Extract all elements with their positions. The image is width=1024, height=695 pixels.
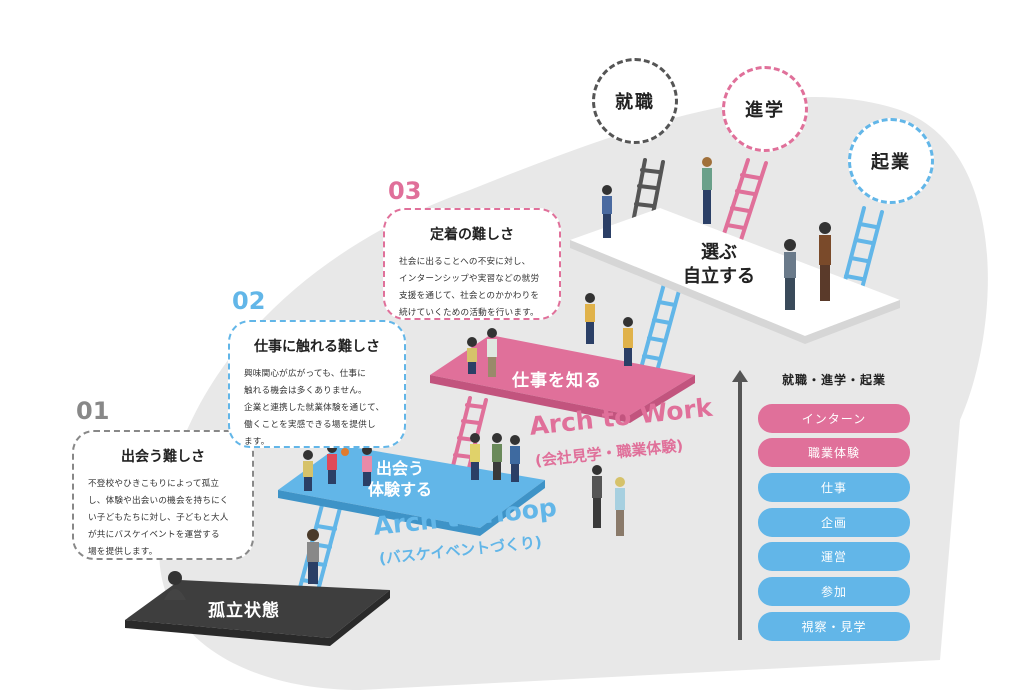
ladder-blue-2 [638,282,682,377]
goal-circle-education: 進学 [722,66,808,152]
step-number-01: 01 [76,397,110,425]
step-desc-line: 興味関心が広がっても、仕事に [244,369,366,379]
step-desc-line: が共にバスケイベントを運営する [88,530,220,540]
step-desc-line: 企業と連携した就業体験を通じて、 [244,403,385,413]
step-desc-03: 社会に出ることへの不安に対し、 インターンシップや実習などの就労 支援を通じて、… [399,254,545,322]
legend-item-participation: 参加 [758,577,910,606]
step-desc-line: 場を提供します。 [88,547,158,557]
legend-item-work-experience: 職業体験 [758,438,910,467]
step-title-02: 仕事に触れる難しさ [254,339,380,355]
step-desc-line: 続けていくための活動を行います。 [399,308,539,318]
step-desc-line: し、体験や出会いの機会を持ちにく [88,496,229,506]
step-title-01: 出会う難しさ [121,449,205,465]
goal-circle-startup: 起業 [848,118,934,204]
platform-label-isolation: 孤立状態 [208,601,280,621]
choose-group [602,157,831,310]
legend-item-job: 仕事 [758,473,910,502]
step-number-02: 02 [232,287,266,315]
platform-label-encounter-line1: 出会う [376,459,425,478]
step-desc-line: 触れる機会は多くありません。 [244,386,367,396]
platform-label-encounter-line2: 体験する [368,480,433,499]
platform-label-work: 仕事を知る [512,371,602,391]
step-desc-line: インターンシップや実習などの就労 [399,274,540,284]
person-climbing-blue [307,529,319,584]
goal-circle-employment: 就職 [592,58,678,144]
step-desc-line: い子どもたちに対し、子どもと大人 [88,513,229,523]
platform-label-encounter: 出会う 体験する [368,458,432,500]
person-sitting [164,571,186,600]
legend-item-observation: 視察・見学 [758,612,910,641]
step-desc-line: 不登校やひきこもりによって孤立 [88,479,220,489]
platform-choose [570,208,900,344]
ladder-pink-goal [720,158,768,245]
step-box-03: 定着の難しさ 社会に出ることへの不安に対し、 インターンシップや実習などの就労 … [383,208,561,320]
step-box-01: 出会う難しさ 不登校やひきこもりによって孤立 し、体験や出会いの機会を持ちにく … [72,430,254,560]
step-desc-02: 興味関心が広がっても、仕事に 触れる機会は多くありません。 企業と連携した就業体… [244,366,390,451]
legend-up-arrow [732,370,748,640]
platform-encounter [278,445,545,536]
step-desc-01: 不登校やひきこもりによって孤立 し、体験や出会いの機会を持ちにく い子どもたちに… [88,476,238,561]
legend-item-intern: インターン [758,404,910,433]
step-title-03: 定着の難しさ [430,227,514,243]
platform-isolation [125,580,390,646]
platform-label-choose-line2: 自立する [683,266,755,287]
platform-label-choose-line1: 選ぶ [701,242,737,263]
legend-item-planning: 企画 [758,508,910,537]
step-number-03: 03 [388,177,422,205]
work-group [467,293,633,536]
step-desc-line: 支援を通じて、社会とのかかわりを [399,291,540,301]
step-desc-line: 働くことを実感できる場を提供し [244,420,376,430]
platform-label-choose: 選ぶ 自立する [683,241,755,289]
step-desc-line: ます。 [244,437,270,447]
ladder-blue-goal [840,206,884,298]
legend-top-label: 就職・進学・起業 [781,373,886,387]
step-box-02: 仕事に触れる難しさ 興味関心が広がっても、仕事に 触れる機会は多くありません。 … [228,320,406,448]
legend-item-operation: 運営 [758,542,910,571]
step-desc-line: 社会に出ることへの不安に対し、 [399,257,531,267]
